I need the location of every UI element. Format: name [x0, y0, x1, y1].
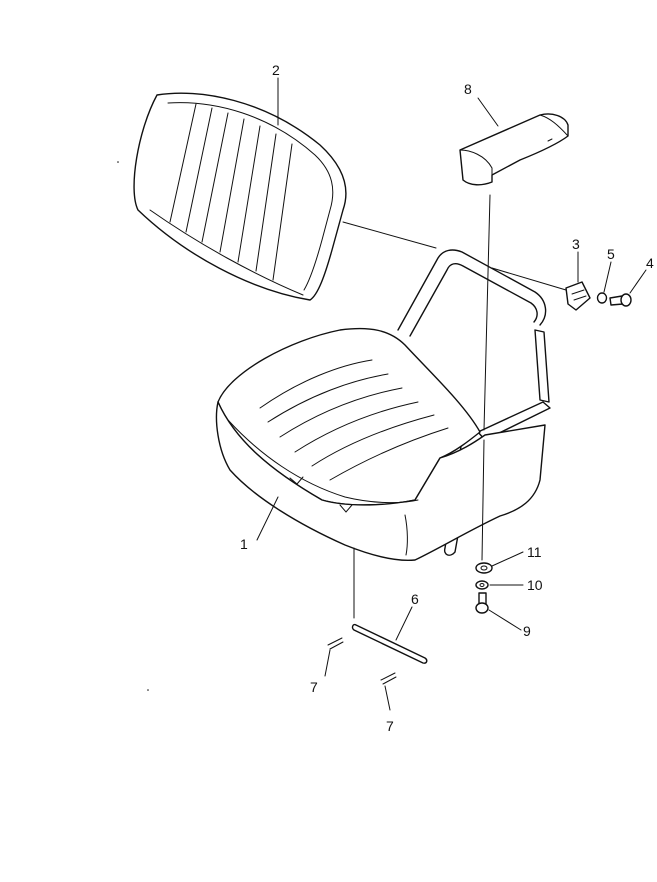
leader-1 — [256, 496, 279, 541]
leader-5 — [603, 261, 612, 293]
speck — [117, 161, 119, 163]
backrest — [133, 92, 347, 301]
spring-washer-10 — [475, 580, 489, 590]
leader-6 — [395, 606, 413, 641]
seat-frame — [397, 249, 551, 556]
speck — [147, 689, 149, 691]
label-part-4: 4 — [646, 255, 654, 271]
label-part-8: 8 — [464, 81, 472, 97]
label-part-11: 11 — [527, 544, 542, 560]
washer-5 — [596, 292, 608, 304]
leader-4 — [629, 269, 647, 294]
armrest-pad — [459, 113, 569, 186]
backrest-mount-line — [342, 221, 437, 249]
label-part-7a: 7 — [310, 679, 318, 695]
leader-11 — [491, 551, 524, 567]
bolt-9 — [475, 592, 489, 614]
bolt-4 — [609, 293, 632, 307]
label-part-3: 3 — [572, 236, 580, 252]
leader-8 — [477, 97, 499, 127]
label-part-9: 9 — [523, 623, 531, 639]
seat-cushion — [215, 327, 546, 562]
label-part-6: 6 — [411, 591, 419, 607]
label-part-2: 2 — [272, 62, 280, 78]
bracket — [565, 281, 591, 311]
bracket-line — [491, 267, 567, 291]
bolt-assembly-line — [481, 439, 485, 561]
label-part-10: 10 — [527, 577, 543, 593]
washer-11 — [475, 562, 493, 574]
label-part-1: 1 — [240, 536, 248, 552]
leader-9 — [488, 609, 522, 631]
pad-assembly-line — [483, 194, 491, 431]
cotter-pin-a — [324, 637, 344, 677]
label-part-7b: 7 — [386, 718, 394, 734]
pin-6 — [351, 623, 428, 664]
label-part-5: 5 — [607, 246, 615, 262]
cotter-pin-b — [380, 672, 397, 711]
